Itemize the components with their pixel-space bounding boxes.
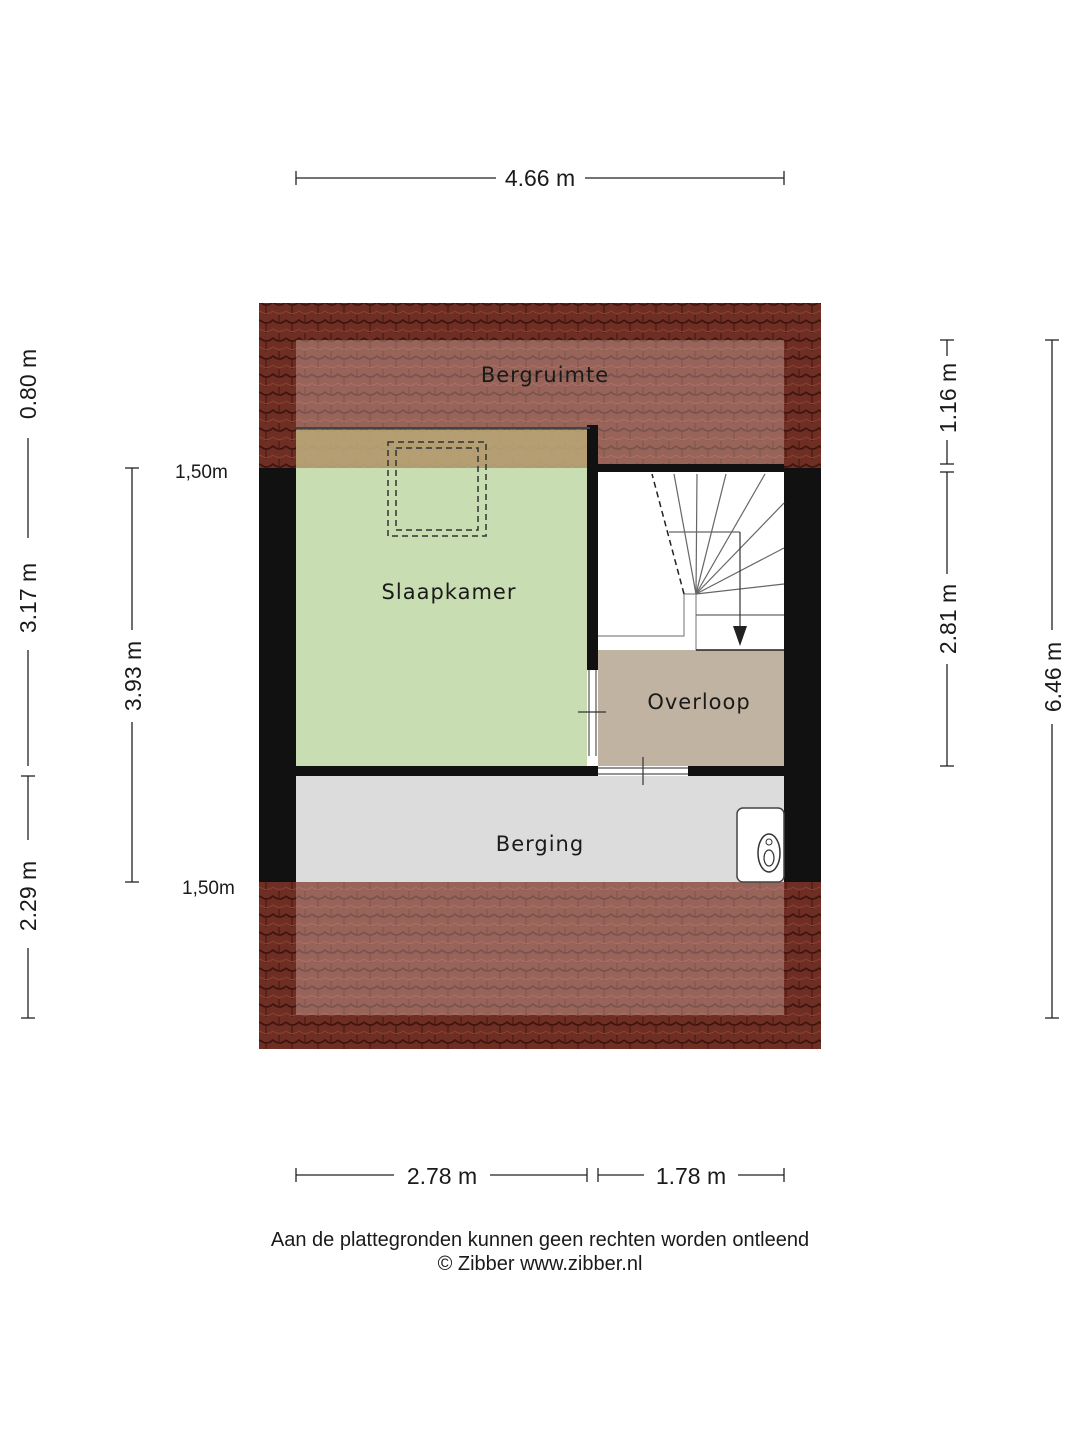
room-label-overloop: Overloop xyxy=(647,690,750,714)
footer-disclaimer: Aan de plattegronden kunnen geen rechten… xyxy=(270,1229,810,1251)
wall-left xyxy=(259,468,296,882)
dim-left xyxy=(21,438,35,1019)
bottom-attic-zone xyxy=(296,882,784,1015)
wall-top-left xyxy=(587,425,598,470)
dim-right-total-label: 6.46 m xyxy=(1040,642,1066,712)
dim-left-top-label: 0.80 m xyxy=(15,349,41,419)
dim-bottom-left-label: 2.78 m xyxy=(407,1163,477,1189)
wall-horizontal xyxy=(296,766,784,776)
door-berging xyxy=(598,757,688,785)
dim-left-inner-label: 3.93 m xyxy=(120,641,146,711)
roof-bottom xyxy=(259,882,821,1049)
slaapkamer-floor xyxy=(296,468,587,766)
overloop-floor xyxy=(598,650,784,766)
room-label-berging: Berging xyxy=(496,832,584,856)
wall-slaapkamer-right xyxy=(587,468,598,670)
stair-arrow-icon xyxy=(733,626,747,646)
height-mark-bottom: 1,50m xyxy=(182,878,235,899)
dim-left-inner xyxy=(125,467,139,883)
footer-copyright: © Zibber www.zibber.nl xyxy=(437,1253,643,1275)
dim-left-mid-label: 3.17 m xyxy=(15,563,41,633)
dim-right-mid-label: 2.81 m xyxy=(935,584,961,654)
door-slaapkamer xyxy=(578,670,606,756)
wall-stair-top xyxy=(587,464,784,472)
wall-right xyxy=(784,468,821,882)
staircase xyxy=(598,473,785,651)
dim-left-bottom-label: 2.29 m xyxy=(15,861,41,931)
dim-right-top-label: 1.16 m xyxy=(935,363,961,433)
dim-bottom xyxy=(295,1168,785,1182)
dim-right-total xyxy=(1045,339,1059,1019)
slaapkamer-overlap xyxy=(296,430,587,468)
dim-top xyxy=(295,171,785,185)
berging-floor xyxy=(296,776,784,882)
room-label-slaapkamer: Slaapkamer xyxy=(382,580,517,604)
dim-top-label: 4.66 m xyxy=(505,165,575,191)
dim-bottom-right-label: 1.78 m xyxy=(656,1163,726,1189)
height-mark-top: 1,50m xyxy=(175,462,228,483)
dim-right xyxy=(940,339,954,767)
room-label-bergruimte: Bergruimte xyxy=(481,363,609,387)
skylight xyxy=(387,441,487,537)
stair-area xyxy=(598,472,784,650)
toilet-icon xyxy=(736,807,785,883)
